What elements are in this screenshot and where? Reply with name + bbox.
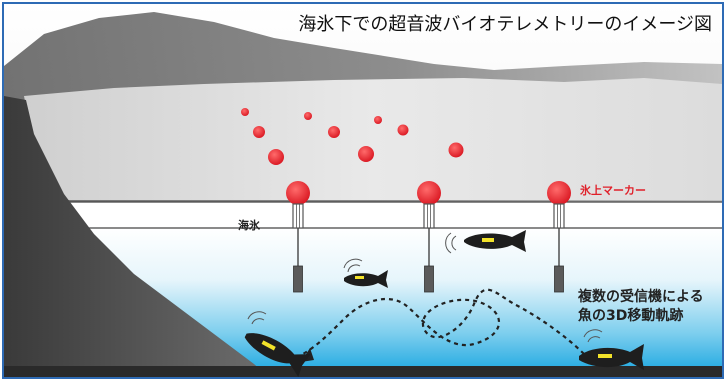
bubble — [358, 146, 374, 162]
fish-icon — [344, 270, 388, 288]
diagram-illustration — [4, 4, 722, 377]
trajectory-caption: 複数の受信機による 魚の3D移動軌跡 — [578, 288, 704, 326]
bubble — [448, 142, 464, 158]
trajectory-caption-line2: 魚の3D移動軌跡 — [578, 308, 684, 324]
seafloor — [4, 366, 722, 377]
receiver-station-1 — [286, 181, 310, 293]
fish-3 — [244, 333, 311, 377]
fish-icon — [464, 230, 526, 252]
fish-icon — [244, 333, 311, 377]
fish-tag — [355, 276, 364, 279]
snow-field — [24, 78, 722, 200]
fish-3-signal — [247, 311, 267, 325]
bubble — [304, 112, 312, 120]
fish-4 — [579, 329, 644, 370]
diagram-title: 海氷下での超音波バイオテレメトリーのイメージ図 — [298, 14, 712, 35]
bubble — [397, 124, 409, 136]
bubble — [253, 126, 265, 138]
sea-ice-layer — [4, 202, 722, 228]
red-marker-bubble — [286, 181, 310, 205]
diagram-frame: 海氷下での超音波バイオテレメトリーのイメージ図 海氷 氷上マーカー 複数の受信機… — [2, 2, 724, 379]
receiver-icon — [554, 265, 564, 293]
sound-wave-icon — [587, 336, 601, 343]
receiver-icon — [293, 265, 303, 293]
trajectory-caption-line1: 複数の受信機による — [578, 289, 704, 305]
seabed-cliff — [4, 96, 269, 377]
fish-trajectory — [298, 288, 585, 357]
fish-1 — [445, 230, 526, 254]
bubble — [268, 149, 284, 165]
fish-tag — [598, 354, 612, 358]
sound-wave-icon — [347, 264, 361, 273]
bubble — [374, 116, 382, 124]
receiver-station-3 — [547, 181, 571, 293]
sound-wave-icon — [451, 235, 457, 251]
fish-2 — [343, 258, 388, 288]
bubble — [241, 108, 249, 116]
red-bubbles — [241, 108, 464, 165]
sound-wave-icon — [251, 318, 265, 325]
receiver-station-2 — [417, 181, 441, 293]
sea-ice-label: 海氷 — [238, 219, 260, 232]
bubble — [328, 126, 340, 138]
fish-tag — [482, 238, 494, 242]
ice-marker-label: 氷上マーカー — [580, 184, 646, 197]
receiver-icon — [424, 265, 434, 293]
red-marker-bubble — [417, 181, 441, 205]
red-marker-bubble — [547, 181, 571, 205]
fish-tag — [261, 340, 276, 351]
